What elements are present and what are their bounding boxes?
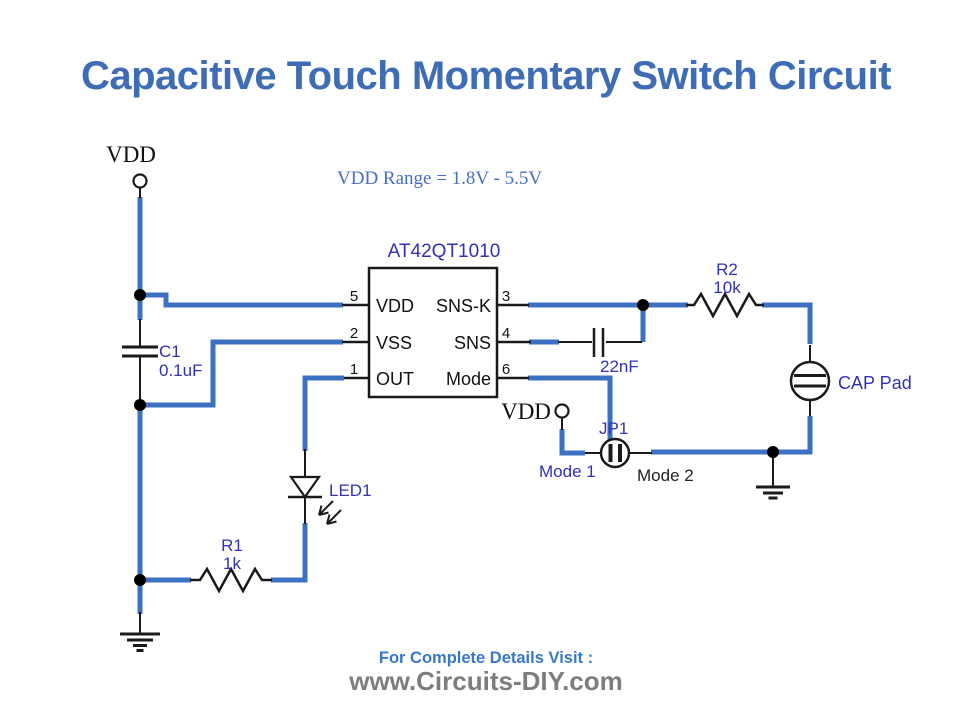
ic-left-pin-stubs: [342, 303, 369, 380]
mode2-label: Mode 2: [637, 466, 694, 485]
resistor-r1: R1 1k: [190, 536, 272, 594]
jumper-bars: [608, 444, 622, 462]
pin-number: 5: [350, 288, 358, 305]
pin-number: 2: [350, 325, 358, 342]
ic-right-pin-stubs: [497, 303, 531, 380]
junction-dot: [134, 574, 146, 586]
terminal-icon: [132, 173, 148, 189]
r2-value: 10k: [713, 278, 741, 297]
vdd-top-label: VDD: [106, 142, 156, 167]
pin-number: 6: [502, 361, 510, 378]
pin-number: 1: [350, 361, 358, 378]
r1-value: 1k: [223, 554, 241, 573]
led1-ref: LED1: [329, 481, 372, 500]
junction-dot: [134, 399, 146, 411]
junction-dot: [637, 299, 649, 311]
pin-label: Mode: [446, 369, 491, 389]
capacitor-c2: 22nF: [558, 328, 642, 376]
resistor-icon: [686, 291, 764, 319]
pin-number: 4: [502, 325, 510, 342]
ground-icon: [756, 485, 790, 500]
pin-label: SNS-K: [436, 296, 491, 316]
c1-ref: C1: [159, 342, 181, 361]
jumper-icon: [599, 437, 631, 469]
terminal-icon: [554, 403, 570, 419]
led-emission-arrows-icon: [318, 500, 342, 525]
vdd-terminal-top: VDD: [106, 142, 156, 198]
page-title: Capacitive Touch Momentary Switch Circui…: [81, 54, 891, 98]
wire-out-to-led: [302, 375, 344, 451]
vdd-range-note: VDD Range = 1.8V - 5.5V: [337, 168, 542, 189]
cap-pad: CAP Pad: [789, 345, 912, 416]
ic-body: [367, 266, 499, 399]
wire-cappad-to-mode2: [651, 416, 813, 455]
resistor-r2: R2 10k: [686, 260, 764, 319]
resistor-icon: [190, 566, 272, 594]
footer-website-text: www.Circuits-DIY.com: [348, 666, 623, 696]
wire-c1-to-vss: [140, 339, 343, 408]
ic-at42qt1010: AT42QT1010 5 2 1 3 4 6 VDD VSS OUT SNS-K…: [342, 241, 531, 399]
r1-ref: R1: [221, 536, 243, 555]
cap-pad-icon: [789, 360, 831, 402]
wire-led-to-r1: [271, 523, 308, 583]
r2-ref: R2: [716, 260, 738, 279]
wire-r2-to-cappad: [762, 302, 813, 344]
ground-icon: [120, 632, 160, 652]
capacitor-icon: [122, 345, 158, 358]
mode1-label: Mode 1: [539, 462, 596, 481]
junction-dots: [134, 289, 779, 586]
pin-label: OUT: [376, 369, 414, 389]
vdd-jumper-label: VDD: [501, 399, 551, 424]
wire-mode-to-jumper: [528, 375, 613, 440]
footer-visit-text: For Complete Details Visit :: [379, 649, 593, 667]
jumper-jp1: JP1 Mode 1 Mode 2: [539, 419, 694, 485]
junction-dot: [767, 446, 779, 458]
wires: [137, 197, 813, 614]
cap-pad-plates: [794, 374, 826, 388]
junction-dot: [134, 289, 146, 301]
led-icon: [288, 475, 322, 499]
ground-left: [120, 612, 160, 652]
pin-number: 3: [502, 288, 510, 305]
wire-jumper-to-vdd: [559, 429, 585, 456]
pin-label: VSS: [376, 333, 412, 353]
c2-value: 22nF: [600, 357, 639, 376]
ground-right: [756, 454, 790, 500]
pin-label: VDD: [376, 296, 414, 316]
vdd-terminal-jumper: VDD: [501, 399, 570, 430]
wire-vdd-to-pin5: [140, 292, 343, 308]
capacitor-icon: [592, 328, 605, 357]
ic-name: AT42QT1010: [388, 241, 501, 262]
pin-label: SNS: [454, 333, 491, 353]
led-led1: LED1: [288, 449, 372, 525]
c1-value: 0.1uF: [159, 361, 202, 380]
jp1-ref: JP1: [599, 419, 628, 438]
cap-pad-label: CAP Pad: [838, 373, 912, 393]
capacitor-c1: C1 0.1uF: [122, 319, 202, 404]
